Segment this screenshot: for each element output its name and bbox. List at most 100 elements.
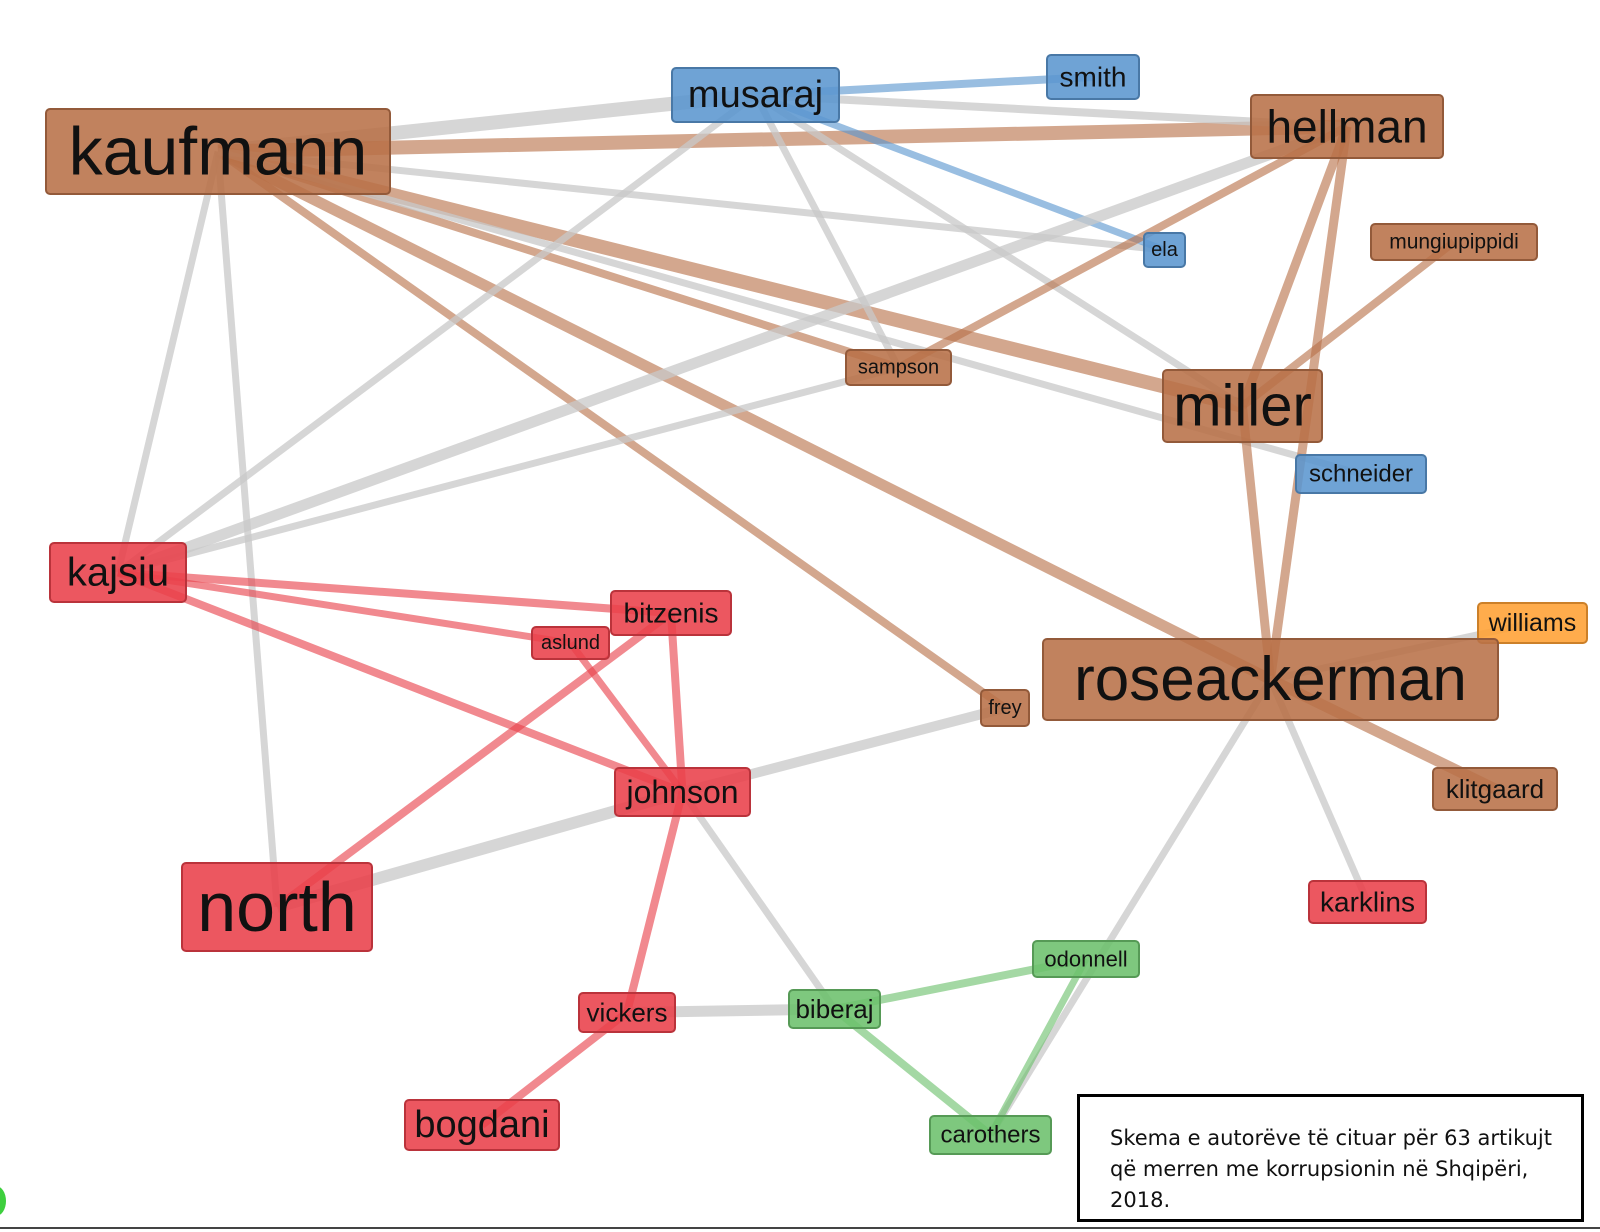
edge-roseackerman-carothers	[987, 677, 1274, 1137]
node-label-odonnell: odonnell	[1044, 947, 1127, 972]
edge-biberaj-carothers	[831, 1005, 994, 1139]
node-label-johnson: johnson	[625, 774, 738, 810]
node-schneider[interactable]: schneider	[1295, 454, 1427, 494]
node-north[interactable]: north	[181, 862, 373, 952]
node-box-bitzenis	[610, 590, 732, 636]
node-box-hellman	[1250, 94, 1444, 159]
edge-odonnell-carothers	[987, 957, 1090, 1137]
edge-kaufmann-kajsiu	[114, 150, 222, 574]
caption-line-1: Skema e autorëve të cituar për 63 artiku…	[1110, 1126, 1552, 1150]
node-biberaj[interactable]: biberaj	[788, 989, 881, 1029]
node-klitgaard[interactable]: klitgaard	[1432, 767, 1558, 811]
edge-hellman-sampson	[896, 122, 1349, 372]
node-label-carothers: carothers	[940, 1122, 1040, 1149]
node-box-williams	[1477, 602, 1588, 644]
node-box-roseackerman	[1042, 638, 1499, 721]
node-box-frey	[980, 689, 1030, 727]
node-label-ela: ela	[1151, 239, 1179, 261]
node-label-kaufmann: kaufmann	[69, 114, 368, 190]
node-box-klitgaard	[1432, 767, 1558, 811]
node-kajsiu[interactable]: kajsiu	[49, 542, 187, 603]
bottom-divider	[0, 1227, 1600, 1229]
edge-musaraj-hellman	[755, 91, 1348, 131]
node-bogdani[interactable]: bogdani	[404, 1099, 560, 1151]
node-aslund[interactable]: aslund	[531, 626, 610, 660]
node-label-musaraj: musaraj	[688, 74, 823, 116]
edge-kajsiu-johnson	[116, 568, 684, 796]
node-label-karklins: karklins	[1320, 887, 1415, 918]
node-hellman[interactable]: hellman	[1250, 94, 1444, 159]
caption-line-2: që merren me korrupsionin në Shqipëri,	[1110, 1157, 1529, 1181]
node-box-sampson	[845, 349, 952, 386]
node-label-klitgaard: klitgaard	[1446, 774, 1544, 804]
node-box-johnson	[614, 767, 751, 817]
node-box-schneider	[1295, 454, 1427, 494]
edge-hellman-kajsiu	[116, 121, 1349, 578]
node-label-williams: williams	[1488, 609, 1577, 637]
edge-kaufmann-frey	[215, 148, 1008, 712]
node-box-karklins	[1308, 880, 1427, 924]
caption-box: Skema e autorëve të cituar për 63 artiku…	[1077, 1094, 1584, 1222]
node-williams[interactable]: williams	[1477, 602, 1588, 644]
node-box-aslund	[531, 626, 610, 660]
node-smith[interactable]: smith	[1046, 54, 1140, 100]
node-label-vickers: vickers	[587, 998, 668, 1028]
node-box-miller	[1162, 369, 1323, 443]
node-box-north	[181, 862, 373, 952]
node-box-ela	[1143, 232, 1186, 268]
edge-sampson-kajsiu	[117, 364, 900, 576]
node-label-sampson: sampson	[858, 357, 939, 379]
node-label-roseackerman: roseackerman	[1074, 645, 1467, 714]
corner-indicator-dot	[0, 1186, 6, 1216]
node-ela[interactable]: ela	[1143, 232, 1186, 268]
node-mungiupippidi[interactable]: mungiupippidi	[1370, 223, 1538, 261]
node-johnson[interactable]: johnson	[614, 767, 751, 817]
node-label-biberaj: biberaj	[795, 994, 873, 1024]
node-kaufmann[interactable]: kaufmann	[45, 108, 391, 195]
node-miller[interactable]: miller	[1162, 369, 1323, 443]
edge-johnson-vickers	[623, 791, 687, 1014]
node-frey[interactable]: frey	[980, 689, 1030, 727]
edge-kaufmann-roseackerman	[215, 146, 1273, 685]
node-roseackerman[interactable]: roseackerman	[1042, 638, 1499, 721]
node-vickers[interactable]: vickers	[578, 992, 676, 1033]
edge-hellman-miller	[1238, 124, 1352, 408]
node-label-aslund: aslund	[541, 632, 600, 654]
node-box-kaufmann	[45, 108, 391, 195]
edge-bitzenis-north	[274, 609, 674, 911]
node-label-mungiupippidi: mungiupippidi	[1389, 231, 1519, 254]
node-label-schneider: schneider	[1309, 461, 1413, 488]
node-label-frey: frey	[988, 697, 1021, 719]
node-label-bogdani: bogdani	[414, 1104, 549, 1146]
edge-musaraj-sampson	[752, 93, 902, 370]
node-box-vickers	[578, 992, 676, 1033]
node-label-smith: smith	[1060, 62, 1127, 93]
node-box-kajsiu	[49, 542, 187, 603]
caption-line-3: 2018.	[1110, 1188, 1171, 1212]
node-box-biberaj	[788, 989, 881, 1029]
edge-kajsiu-bitzenis	[117, 568, 672, 617]
node-sampson[interactable]: sampson	[845, 349, 952, 386]
node-box-carothers	[929, 1115, 1052, 1155]
node-box-bogdani	[404, 1099, 560, 1151]
node-karklins[interactable]: karklins	[1308, 880, 1427, 924]
node-box-smith	[1046, 54, 1140, 100]
edge-johnson-biberaj	[679, 789, 838, 1012]
node-label-bitzenis: bitzenis	[624, 598, 719, 629]
node-label-miller: miller	[1173, 374, 1312, 439]
node-musaraj[interactable]: musaraj	[671, 67, 840, 123]
node-label-north: north	[197, 868, 357, 946]
edge-miller-roseackerman	[1238, 405, 1275, 680]
node-carothers[interactable]: carothers	[929, 1115, 1052, 1155]
edge-bitzenis-johnson	[667, 612, 687, 793]
node-label-hellman: hellman	[1266, 101, 1427, 153]
edge-musaraj-kajsiu	[115, 92, 758, 576]
edge-kajsiu-aslund	[117, 569, 572, 647]
node-box-musaraj	[671, 67, 840, 123]
node-box-odonnell	[1032, 940, 1140, 978]
node-label-kajsiu: kajsiu	[67, 551, 169, 595]
node-odonnell[interactable]: odonnell	[1032, 940, 1140, 978]
node-bitzenis[interactable]: bitzenis	[610, 590, 732, 636]
